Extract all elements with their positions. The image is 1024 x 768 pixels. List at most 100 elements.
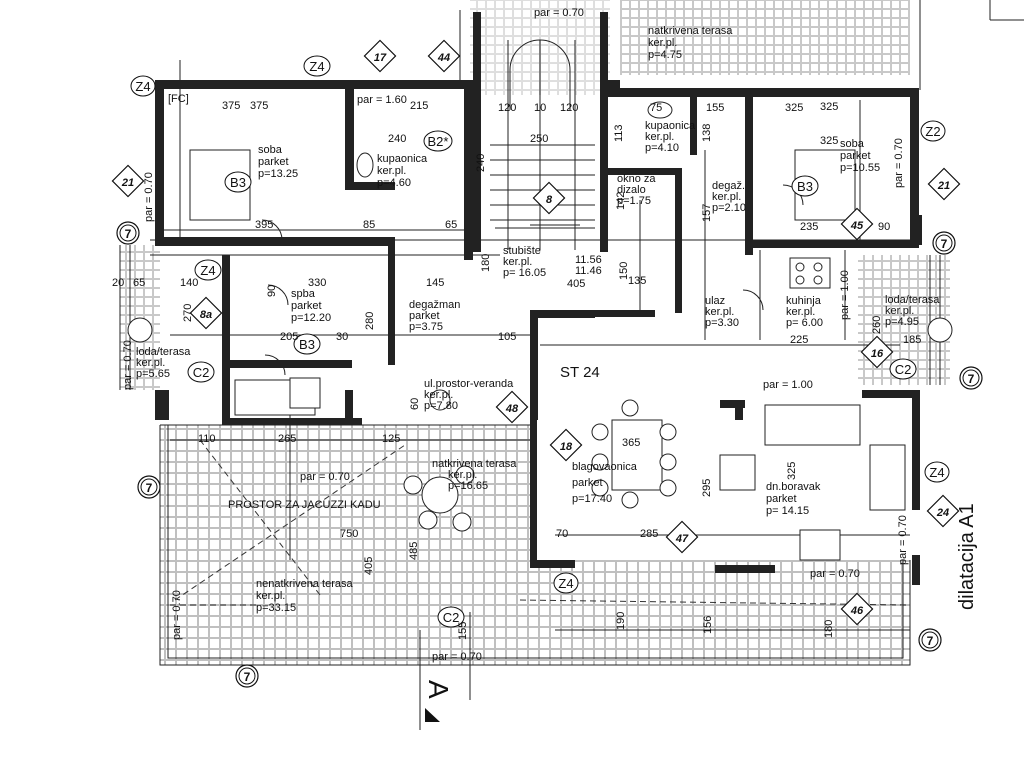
room-degaz-small: degaž. ker.pl. p=2.10 [712,180,746,214]
dimension-numbers: 375 375 325 395 330 140 270 205 30 240 2… [112,100,921,640]
room-labels: soba parket p=13.25 kupaonica ker.pl. p=… [136,25,940,614]
svg-text:ker.pl.: ker.pl. [645,131,674,143]
dimension-value: 135 [628,275,646,287]
svg-text:degaž.: degaž. [712,180,745,192]
room-blagovaonica: blagovaonica parket p=17.40 [572,461,638,505]
dimension-value: 240 [475,154,487,172]
svg-text:ker.pl.: ker.pl. [786,306,815,318]
dimension-value: 365 [622,437,640,449]
room-soba-2: soba parket p=10.55 [840,138,880,174]
dashed-lines [170,439,911,606]
svg-text:p= 14.15: p= 14.15 [766,505,809,517]
dimension-value: 235 [800,221,818,233]
parapet-note: par = 0.70 [143,172,155,222]
room-degazman: degažman parket p=3.75 [409,299,460,333]
svg-text:degažman: degažman [409,299,460,311]
svg-text:p= 16.05: p= 16.05 [503,267,546,279]
svg-text:dn.boravak: dn.boravak [766,481,821,493]
dimension-value: 10 [534,102,546,114]
dimension-value: 156 [702,616,714,634]
svg-text:p=1.75: p=1.75 [617,195,651,207]
section-marker: A [423,680,454,699]
fc-box-icon: [FC] [168,93,189,105]
dimension-value: 215 [410,100,428,112]
diamond-tag: 24 [936,507,949,519]
svg-text:ul.prostor-veranda: ul.prostor-veranda [424,378,514,390]
dimension-value: 325 [820,135,838,147]
parapet-note: par = 0.70 [171,590,183,640]
svg-text:p=13.25: p=13.25 [258,168,298,180]
svg-text:p=33.15: p=33.15 [256,602,296,614]
diamond-tag: 47 [675,533,689,545]
dimension-value: 330 [308,277,326,289]
furniture [127,101,953,561]
parapet-note: par = 0.70 [432,651,482,663]
svg-text:kupaonica: kupaonica [645,120,696,132]
svg-text:parket: parket [258,156,289,168]
diamond-tag: 48 [505,403,519,415]
svg-text:p=7.80: p=7.80 [424,400,458,412]
svg-text:ker.pl.: ker.pl. [424,389,453,401]
dimension-value: 70 [556,528,568,540]
diamond-tag: 21 [937,180,950,192]
room-boravak: dn.boravak parket p= 14.15 [766,481,821,517]
stair [490,39,595,229]
dimension-value: 405 [363,557,375,575]
svg-text:soba: soba [840,138,865,150]
dimension-value: 185 [903,334,921,346]
room-ulaz: ulaz ker.pl. p=3.30 [705,295,739,329]
dimension-value: 138 [701,124,713,142]
zone-tag: Z4 [309,59,324,74]
svg-text:dizalo: dizalo [617,184,646,196]
svg-text:ker.pl.: ker.pl. [885,305,914,317]
room-loda-left: loda/terasa ker.pl. p=5.65 [136,346,191,380]
svg-text:okno za: okno za [617,173,656,185]
svg-text:p=3.75: p=3.75 [409,321,443,333]
room-natkrivena-mid: natkrivena terasa ker.pl. p=16.65 [432,458,517,492]
svg-text:p= 6.00: p= 6.00 [786,317,823,329]
diamond-tag: 16 [871,348,884,360]
parapet-note: par = 0.70 [300,471,350,483]
dimension-value: 65 [445,219,457,231]
zone-tag: C2 [193,365,210,380]
dimension-value: 285 [640,528,658,540]
parapet-note: par = 0.70 [534,7,584,19]
room-natkrivena-top: natkrivena terasa ker.pl. p=4.75 [648,25,733,61]
diamond-tag: 8 [546,194,553,206]
diamond-tag: 8a [200,309,212,321]
room-stubiste: stubište ker.pl. p= 16.05 [503,245,546,279]
zone-tag: C2 [895,362,912,377]
svg-text:ker.pl.: ker.pl. [705,306,734,318]
dimension-value: 260 [871,316,883,334]
dimension-value: 180 [480,254,492,272]
zone-tag: B2* [428,134,449,149]
svg-text:parket: parket [291,300,322,312]
zone-tag: C2 [443,610,460,625]
zone-tag: Z2 [925,124,940,139]
dimension-value: 75 [650,102,662,114]
svg-text:p=12.20: p=12.20 [291,312,331,324]
zone-tags: Z4 Z4 Z2 Z4 Z4 Z4 B3 B2* B3 B3 C2 C2 C2 [130,55,950,628]
dimension-value: 142 [615,192,627,210]
svg-text:ulaz: ulaz [705,295,725,307]
parapet-note: par = 0.70 [893,138,905,188]
room-loda-right: loda/terasa ker.pl. p=4.95 [885,294,940,328]
section-arrow-icon [425,708,440,722]
parapet-notes: par = 0.70 par = 1.60 par = 0.70 par = 1… [122,7,909,663]
circle-tag: 7 [244,670,251,684]
svg-text:ker.pl.: ker.pl. [503,256,532,268]
diamond-tag: 44 [437,52,450,64]
svg-text:kuhinja: kuhinja [786,295,822,307]
dimension-value: 110 [198,433,216,445]
dimension-value: 295 [701,479,713,497]
parapet-note: par = 1.60 [357,94,407,106]
room-kupaonica-2: kupaonica ker.pl. p=4.10 [645,120,696,154]
svg-text:p=17.40: p=17.40 [572,493,612,505]
room-kuhinja: kuhinja ker.pl. p= 6.00 [786,295,823,329]
stair-level-lower: 11.46 [575,265,602,277]
dimension-value: 120 [560,102,578,114]
dimension-value: 325 [786,462,798,480]
dimension-value: 265 [278,433,296,445]
circle-tag: 7 [927,634,934,648]
room-nenatkrivena: nenatkrivena terasa ker.pl. p=33.15 [256,578,353,614]
